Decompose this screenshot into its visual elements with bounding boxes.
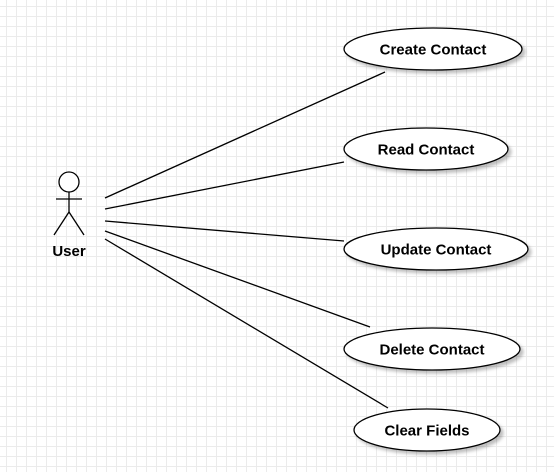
association-read-contact[interactable] (104, 161, 345, 210)
actor-left-leg (53, 211, 70, 236)
association-update-contact[interactable] (104, 220, 345, 242)
actor-name: User (52, 243, 86, 260)
use-case-ellipse (353, 408, 501, 452)
association-create-contact[interactable] (104, 71, 386, 199)
use-case-label: Create Contact (380, 42, 487, 59)
association-clear-fields[interactable] (104, 238, 389, 409)
use-case-update-contact[interactable]: Update Contact (343, 227, 529, 271)
use-case-delete-contact[interactable]: Delete Contact (343, 327, 521, 371)
use-case-ellipse (343, 127, 509, 171)
actor-right-leg (68, 211, 85, 236)
use-case-label: Delete Contact (379, 342, 484, 359)
association-delete-contact[interactable] (104, 230, 371, 328)
use-case-read-contact[interactable]: Read Contact (343, 127, 509, 171)
use-case-ellipse (343, 27, 523, 71)
use-case-create-contact[interactable]: Create Contact (343, 27, 523, 71)
actor-user[interactable] (53, 171, 85, 236)
actor-head-icon (58, 171, 80, 193)
use-case-label: Read Contact (378, 142, 475, 159)
use-case-label: Clear Fields (384, 423, 469, 440)
use-case-clear-fields[interactable]: Clear Fields (353, 408, 501, 452)
use-case-ellipse (343, 327, 521, 371)
associations (104, 71, 389, 409)
use-case-ellipse (343, 227, 529, 271)
use-case-label: Update Contact (381, 242, 492, 259)
